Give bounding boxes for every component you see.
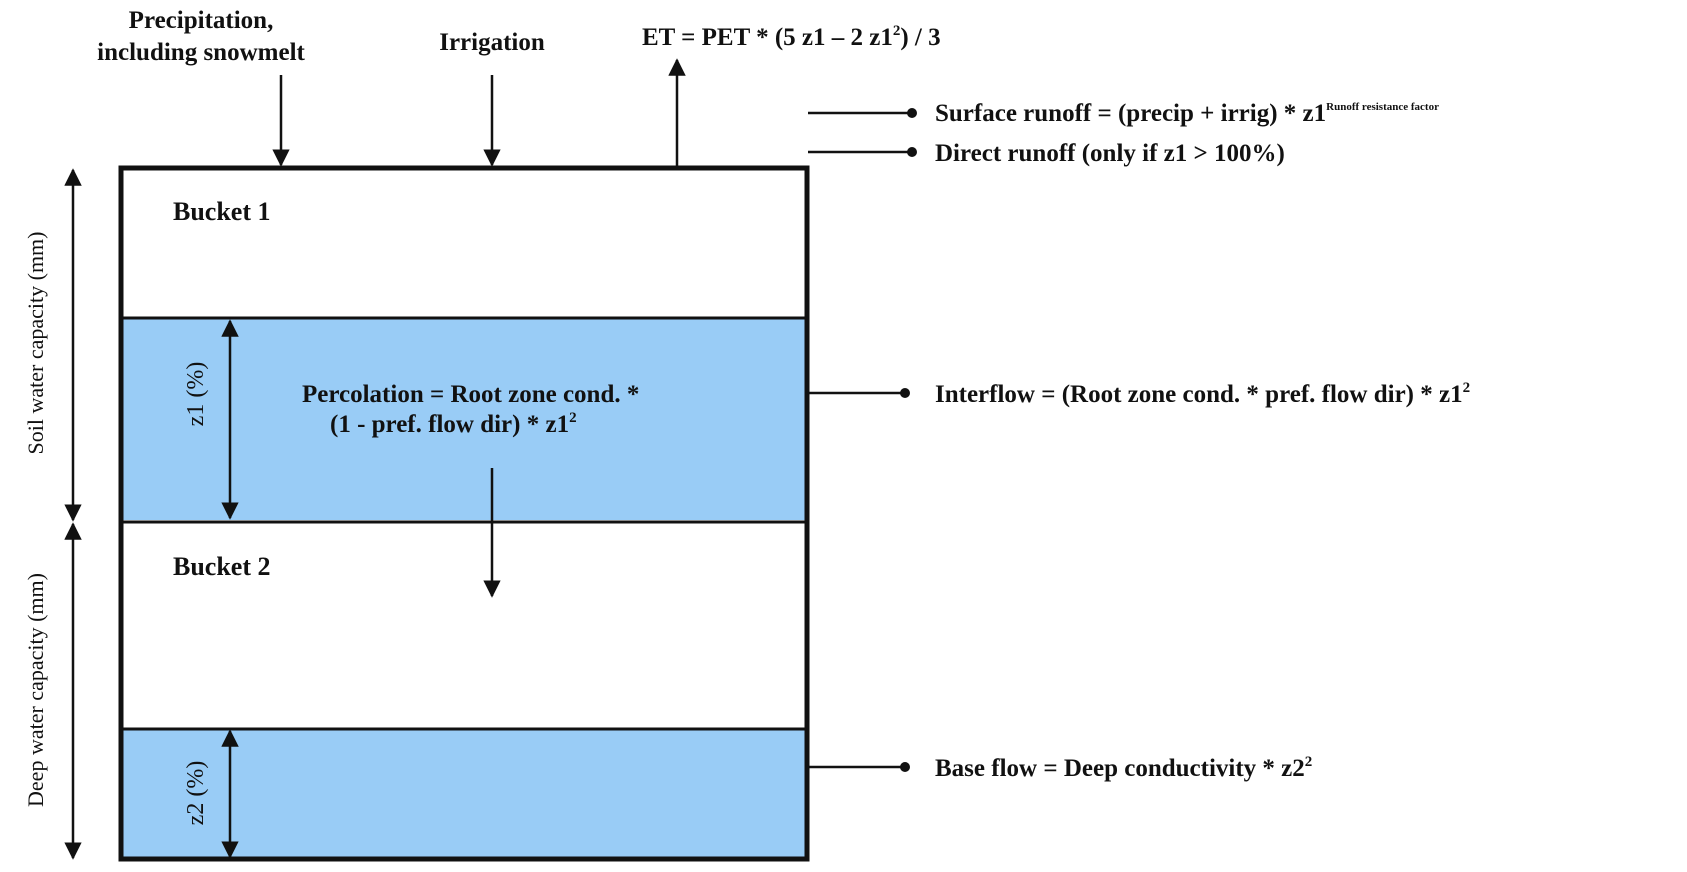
bucket-container <box>118 165 810 862</box>
deep-capacity-label: Deep water capacity (mm) <box>23 573 48 807</box>
bucket1-label: Bucket 1 <box>173 197 271 226</box>
soil-capacity-label: Soil water capacity (mm) <box>23 232 48 455</box>
percolation-label-line2: (1 - pref. flow dir) * z12 <box>330 410 577 438</box>
z1-label: z1 (%) <box>183 362 209 427</box>
et-equation: ET = PET * (5 z1 – 2 z12) / 3 <box>642 23 941 51</box>
percolation-label-line1: Percolation = Root zone cond. * <box>302 381 639 408</box>
z2-water-zone <box>121 729 807 859</box>
precipitation-label-line2: including snowmelt <box>97 39 305 66</box>
base-flow-label: Base flow = Deep conductivity * z22 <box>935 754 1312 782</box>
surface-runoff-label: Surface runoff = (precip + irrig) * z1Ru… <box>935 100 1439 127</box>
bucket2-label: Bucket 2 <box>173 552 271 581</box>
z2-label: z2 (%) <box>183 761 209 826</box>
irrigation-label: Irrigation <box>439 29 545 56</box>
interflow-label: Interflow = (Root zone cond. * pref. flo… <box>935 380 1470 408</box>
direct-runoff-label: Direct runoff (only if z1 > 100%) <box>935 140 1285 167</box>
precipitation-label-line1: Precipitation, <box>129 7 274 34</box>
